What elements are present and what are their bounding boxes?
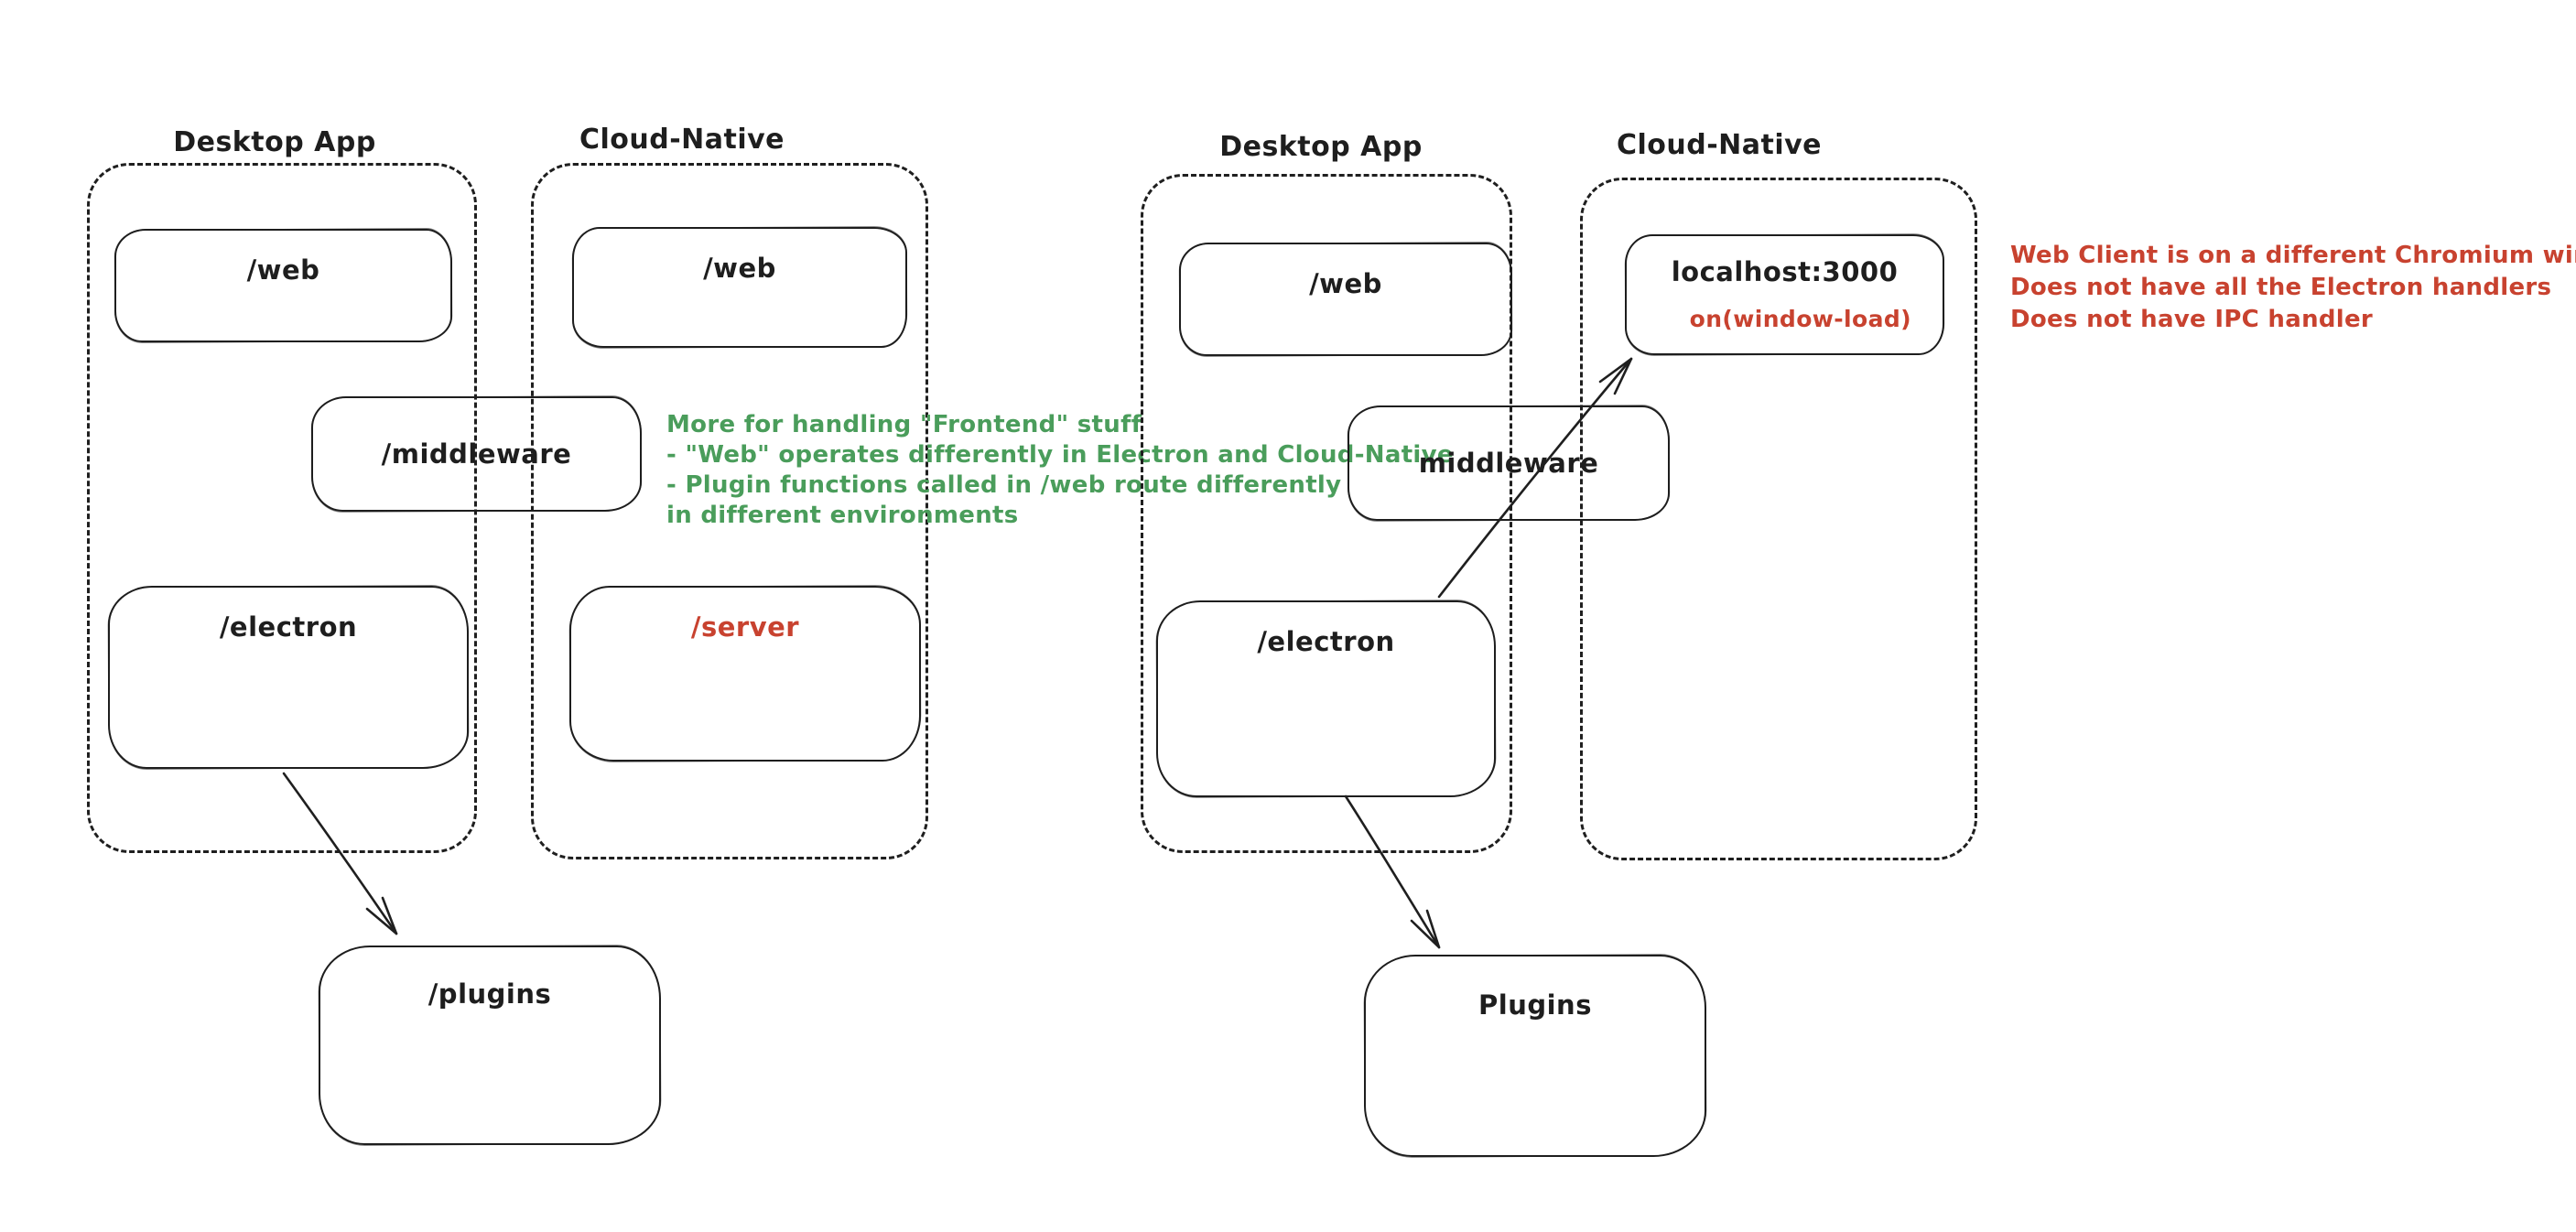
red-note-line: Does not have all the Electron handlers [2010, 274, 2552, 301]
left-cloud-native-title: Cloud-Native [579, 124, 785, 156]
left-electron-label: /electron [219, 611, 358, 643]
right-desktop-web-label: /web [1309, 268, 1382, 299]
left-desktop-app-title: Desktop App [173, 126, 376, 158]
green-note-line: - "Web" operates differently in Electron… [666, 441, 1454, 469]
left-cloud-web-node: /web [572, 227, 907, 348]
right-plugins-label: Plugins [1478, 989, 1592, 1021]
left-middleware-label: /middleware [381, 438, 572, 470]
right-plugins-node: Plugins [1364, 955, 1706, 1157]
green-annotation: More for handling "Frontend" stuff - "We… [666, 410, 1454, 531]
green-note-line: More for handling "Frontend" stuff [666, 411, 1142, 438]
left-plugins-label: /plugins [428, 978, 552, 1010]
left-electron-node: /electron [108, 586, 469, 769]
left-server-label: /server [690, 611, 800, 643]
left-middleware-node: /middleware [311, 396, 642, 512]
right-localhost-label: localhost:3000 [1671, 256, 1899, 287]
right-desktop-web-node: /web [1179, 243, 1512, 356]
green-note-line: in different environments [666, 502, 1019, 529]
left-desktop-web-node: /web [114, 229, 452, 342]
right-on-window-load-label: on(window-load) [1689, 306, 1911, 332]
right-electron-node: /electron [1156, 600, 1496, 797]
left-cloud-web-label: /web [703, 253, 776, 284]
right-middleware-label: middleware [1418, 448, 1599, 479]
red-annotation: Web Client is on a different Chromium wi… [2010, 240, 2576, 336]
left-plugins-node: /plugins [319, 946, 661, 1145]
green-note-line: - Plugin functions called in /web route … [666, 471, 1342, 499]
right-electron-label: /electron [1257, 626, 1395, 657]
right-middleware-node: middleware [1348, 405, 1670, 521]
right-desktop-app-title: Desktop App [1219, 131, 1423, 163]
right-localhost-node: localhost:3000 on(window-load) [1625, 234, 1944, 355]
left-desktop-web-label: /web [246, 254, 320, 286]
left-server-node: /server [569, 586, 921, 762]
red-note-line: Web Client is on a different Chromium wi… [2010, 242, 2576, 269]
red-note-line: Does not have IPC handler [2010, 306, 2374, 333]
right-cloud-native-title: Cloud-Native [1616, 129, 1823, 161]
